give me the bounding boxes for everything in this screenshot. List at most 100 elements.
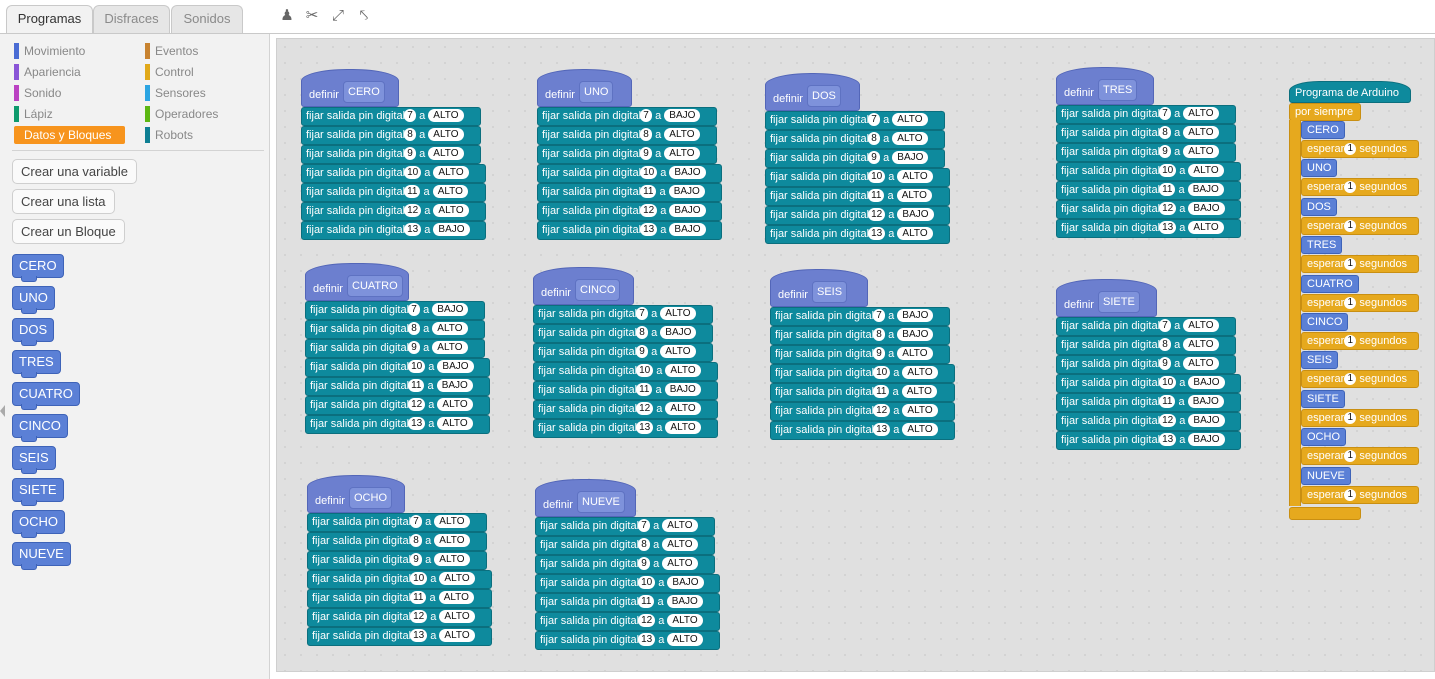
pin-number-input[interactable]: 9 xyxy=(404,147,417,160)
pin-state-dropdown[interactable]: BAJO xyxy=(664,383,701,396)
pin-state-dropdown[interactable]: ALTO xyxy=(434,534,470,547)
pin-number-input[interactable]: 12 xyxy=(636,402,654,415)
pin-number-input[interactable]: 10 xyxy=(1159,164,1177,177)
pin-state-dropdown[interactable]: ALTO xyxy=(902,423,938,436)
pin-state-dropdown[interactable]: BAJO xyxy=(1188,202,1225,215)
pin-number-input[interactable]: 7 xyxy=(1159,319,1172,332)
pin-state-dropdown[interactable]: ALTO xyxy=(660,307,696,320)
tab-programas[interactable]: Programas xyxy=(6,5,93,35)
pin-state-dropdown[interactable]: ALTO xyxy=(892,113,928,126)
pin-state-dropdown[interactable]: ALTO xyxy=(901,385,937,398)
call-block-tres[interactable]: TRES xyxy=(1301,236,1343,255)
call-block-nueve[interactable]: NUEVE xyxy=(1301,466,1351,485)
pin-number-input[interactable]: 8 xyxy=(410,534,423,547)
pin-number-input[interactable]: 8 xyxy=(640,128,653,141)
pin-state-dropdown[interactable]: BAJO xyxy=(1188,376,1225,389)
category-sonido[interactable]: Sonido xyxy=(14,84,61,102)
pin-state-dropdown[interactable]: BAJO xyxy=(669,223,706,236)
pin-state-dropdown[interactable]: BAJO xyxy=(1187,395,1224,408)
pin-number-input[interactable]: 10 xyxy=(404,166,422,179)
pin-number-input[interactable]: 8 xyxy=(408,322,421,335)
pin-number-input[interactable]: 10 xyxy=(873,366,891,379)
pin-state-dropdown[interactable]: BAJO xyxy=(668,185,705,198)
pin-state-dropdown[interactable]: ALTO xyxy=(1183,126,1219,139)
pin-number-input[interactable]: 11 xyxy=(408,379,425,392)
pin-number-input[interactable]: 13 xyxy=(868,227,886,240)
pin-number-input[interactable]: 9 xyxy=(638,557,651,570)
pin-number-input[interactable]: 10 xyxy=(408,360,426,373)
category-movimiento[interactable]: Movimiento xyxy=(14,42,85,60)
pin-state-dropdown[interactable]: ALTO xyxy=(1188,164,1224,177)
pin-number-input[interactable]: 9 xyxy=(873,347,886,360)
pin-state-dropdown[interactable]: ALTO xyxy=(433,166,469,179)
pin-state-dropdown[interactable]: BAJO xyxy=(432,303,469,316)
call-block-cuatro[interactable]: CUATRO xyxy=(1301,274,1359,293)
pin-state-dropdown[interactable]: ALTO xyxy=(897,170,933,183)
pin-state-dropdown[interactable]: BAJO xyxy=(666,595,703,608)
pin-number-input[interactable]: 8 xyxy=(638,538,651,551)
pin-state-dropdown[interactable]: BAJO xyxy=(660,326,697,339)
pin-state-dropdown[interactable]: BAJO xyxy=(1187,183,1224,196)
pin-number-input[interactable]: 10 xyxy=(1159,376,1177,389)
palette-block-nueve[interactable]: NUEVE xyxy=(12,542,71,570)
pin-number-input[interactable]: 8 xyxy=(404,128,417,141)
pin-state-dropdown[interactable]: ALTO xyxy=(667,614,703,627)
call-block-ocho[interactable]: OCHO xyxy=(1301,428,1346,447)
pin-number-input[interactable]: 7 xyxy=(410,515,423,528)
wait-seconds-input[interactable]: 1 xyxy=(1344,258,1357,271)
category-lapiz[interactable]: Lápiz xyxy=(14,105,53,123)
pin-number-input[interactable]: 10 xyxy=(640,166,658,179)
pin-state-dropdown[interactable]: ALTO xyxy=(902,404,938,417)
forever-block[interactable]: por siempre xyxy=(1289,103,1361,121)
category-apariencia[interactable]: Apariencia xyxy=(14,63,81,81)
category-control[interactable]: Control xyxy=(145,63,194,81)
palette-block-cuatro[interactable]: CUATRO xyxy=(12,382,80,410)
pin-number-input[interactable]: 13 xyxy=(408,417,426,430)
call-block-siete[interactable]: SIETE xyxy=(1301,389,1345,408)
make-block-button[interactable]: Crear un Bloque xyxy=(12,219,125,244)
category-datos-y-bloques[interactable]: Datos y Bloques xyxy=(14,126,125,144)
pin-state-dropdown[interactable]: ALTO xyxy=(433,204,469,217)
palette-block-tres[interactable]: TRES xyxy=(12,350,61,378)
program-hat-block[interactable]: Programa de Arduino xyxy=(1289,81,1411,103)
pin-state-dropdown[interactable]: ALTO xyxy=(438,591,474,604)
pin-state-dropdown[interactable]: ALTO xyxy=(1183,338,1219,351)
palette-block-siete[interactable]: SIETE xyxy=(12,478,64,506)
pin-number-input[interactable]: 8 xyxy=(873,328,886,341)
pin-state-dropdown[interactable]: ALTO xyxy=(664,128,700,141)
pin-state-dropdown[interactable]: BAJO xyxy=(892,151,929,164)
pin-state-dropdown[interactable]: ALTO xyxy=(1188,221,1224,234)
pin-number-input[interactable]: 8 xyxy=(636,326,649,339)
pin-state-dropdown[interactable]: ALTO xyxy=(896,189,932,202)
pin-state-dropdown[interactable]: ALTO xyxy=(432,322,468,335)
pin-number-input[interactable]: 11 xyxy=(638,595,655,608)
make-list-button[interactable]: Crear una lista xyxy=(12,189,115,214)
wait-seconds-input[interactable]: 1 xyxy=(1344,335,1357,347)
pin-number-input[interactable]: 11 xyxy=(636,383,653,396)
pin-number-input[interactable]: 7 xyxy=(408,303,421,316)
